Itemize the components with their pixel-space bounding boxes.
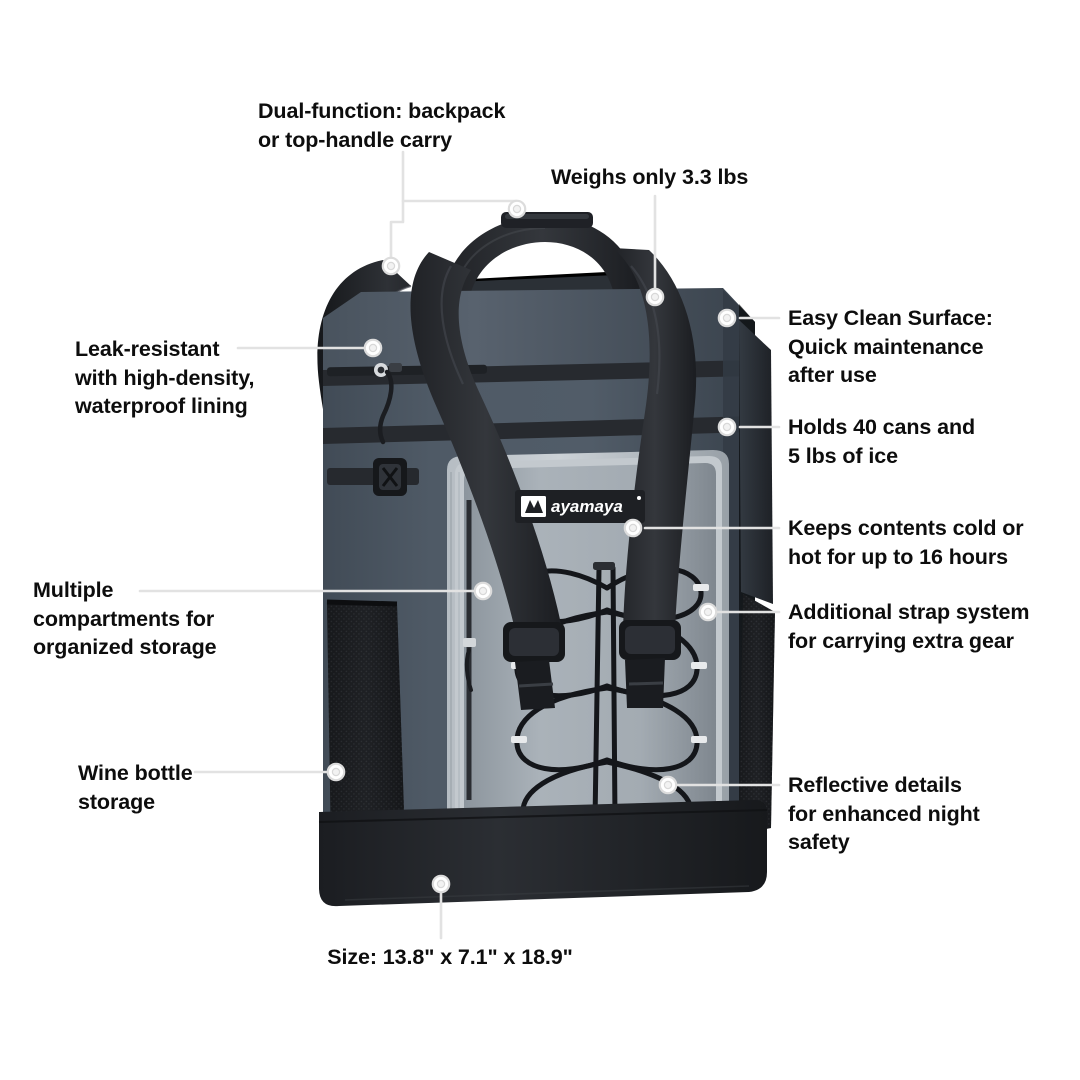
side-mesh-pocket-left — [326, 599, 405, 848]
right-side-panel — [739, 320, 773, 604]
product-image-cooler-backpack: ayamaya — [215, 200, 825, 910]
callout-leak-resistant: Leak-resistant with high-density, waterp… — [75, 337, 255, 419]
side-mesh-pocket-right — [739, 594, 775, 834]
compression-buckle-left — [327, 458, 419, 496]
cooler-backpack-illustration: ayamaya — [317, 212, 775, 907]
front-panel-zipper — [463, 500, 476, 800]
callout-reflective: Reflective details for enhanced night sa… — [788, 773, 980, 855]
svg-text:ayamaya: ayamaya — [551, 497, 623, 516]
callout-dual-function: Dual-function: backpack or top-handle ca… — [258, 99, 506, 152]
callout-size: Size: 13.8" x 7.1" x 18.9" — [327, 945, 573, 969]
callout-temperature: Keeps contents cold or hot for up to 16 … — [788, 516, 1024, 569]
brand-logo-badge: ayamaya — [515, 490, 645, 523]
strap-buckle-left — [503, 622, 565, 710]
callout-weight: Weighs only 3.3 lbs — [551, 165, 749, 189]
callout-easy-clean: Easy Clean Surface: Quick maintenance af… — [788, 306, 993, 388]
callout-strap-system: Additional strap system for carrying ext… — [788, 600, 1030, 653]
strap-buckle-right — [619, 620, 681, 708]
shoulder-strap-front-left — [410, 252, 561, 630]
callout-capacity: Holds 40 cans and 5 lbs of ice — [788, 415, 976, 468]
cooler-base — [318, 800, 768, 907]
callout-wine-storage: Wine bottle storage — [78, 761, 193, 814]
callout-compartments: Multiple compartments for organized stor… — [33, 578, 217, 660]
